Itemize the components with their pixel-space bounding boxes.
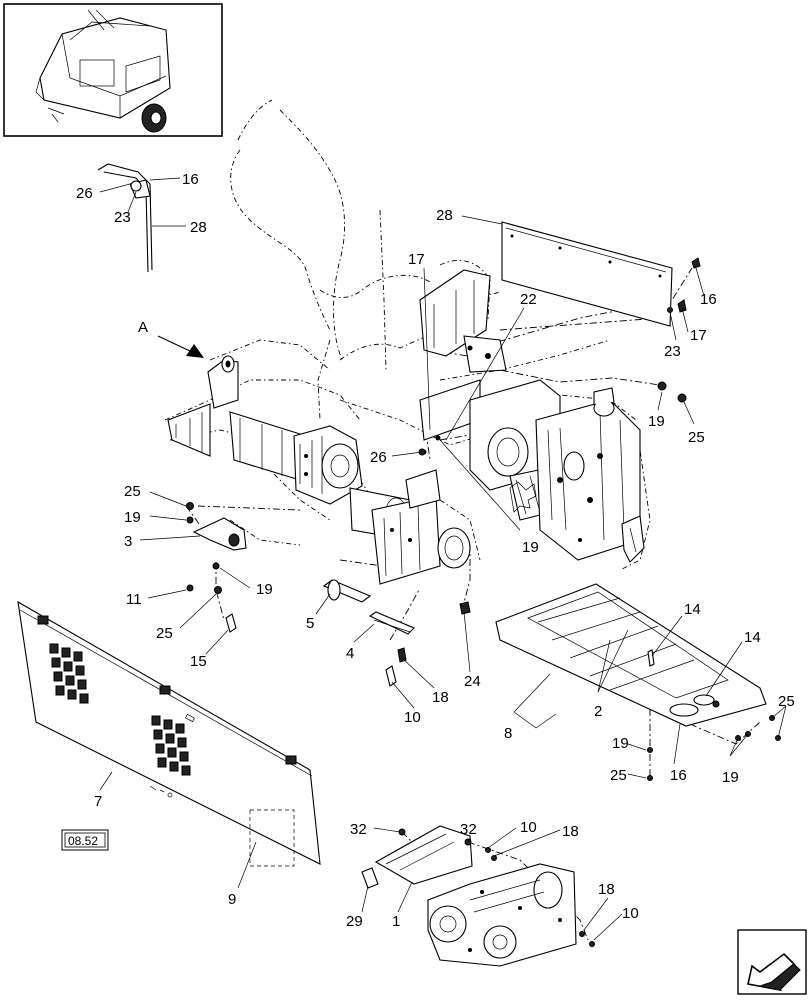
callout-25: 25 (610, 767, 627, 784)
callout-9: 9 (228, 891, 236, 908)
callout-18: 18 (598, 881, 615, 898)
callout-19: 19 (256, 581, 273, 598)
hardware-top-right (657, 257, 701, 403)
callout-4: 4 (346, 645, 354, 662)
lower-gearbox-assembly (361, 825, 595, 967)
main-drive-assembly (167, 269, 645, 585)
callout-16: 16 (182, 171, 199, 188)
callout-19: 19 (522, 539, 539, 556)
callout-25: 25 (778, 693, 795, 710)
callout-15: 15 (190, 653, 207, 670)
callout-18: 18 (432, 689, 449, 706)
view-arrow-a: A (138, 319, 204, 358)
callout-2: 2 (594, 703, 602, 720)
callout-19: 19 (124, 509, 141, 526)
callout-11: 11 (126, 591, 142, 608)
callout-18: 18 (562, 823, 579, 840)
callout-3: 3 (124, 533, 132, 550)
leader-lines (99, 177, 787, 941)
callout-23: 23 (664, 343, 681, 360)
callout-10: 10 (520, 819, 537, 836)
callout-25: 25 (688, 429, 705, 446)
callout-16: 16 (670, 767, 687, 784)
callout-14: 14 (744, 629, 761, 646)
hardware-center (385, 448, 471, 687)
callout-labels: 26 16 23 28 28 17 22 16 17 23 19 25 26 1… (76, 171, 795, 930)
callout-23: 23 (114, 209, 131, 226)
callout-28: 28 (190, 219, 207, 236)
callout-16: 16 (700, 291, 717, 308)
callout-14: 14 (684, 601, 701, 618)
reference-box[interactable]: 08.52 (61, 829, 109, 851)
callout-17: 17 (690, 327, 707, 344)
callout-5: 5 (306, 615, 314, 632)
callout-17: 17 (408, 251, 425, 268)
callout-19: 19 (612, 735, 629, 752)
callout-22: 22 (520, 291, 537, 308)
floor-tray-8 (495, 583, 781, 781)
callout-28: 28 (436, 207, 453, 224)
cable-clip-detail (97, 163, 153, 273)
callout-1: 1 (392, 913, 400, 930)
callout-25: 25 (156, 625, 173, 642)
door-panel-7 (17, 600, 321, 867)
callout-19: 19 (648, 413, 665, 430)
next-page-arrow-icon[interactable] (737, 929, 807, 995)
callout-10: 10 (404, 709, 421, 726)
callout-19: 19 (722, 769, 739, 786)
vent-grid-lower (151, 715, 191, 776)
callout-7: 7 (94, 793, 102, 810)
callout-25: 25 (124, 483, 141, 500)
baler-thumbnail-icon (3, 3, 223, 137)
callout-24: 24 (464, 673, 481, 690)
bracket-3 (186, 502, 247, 633)
callout-10: 10 (622, 905, 639, 922)
shield-panel-28 (501, 221, 673, 327)
small-shields-4-5 (322, 579, 415, 635)
callout-32: 32 (350, 821, 367, 838)
callout-26: 26 (370, 449, 387, 466)
callout-26: 26 (76, 185, 93, 202)
reference-box-label: 08.52 (68, 834, 98, 848)
callout-29: 29 (346, 913, 363, 930)
callout-8: 8 (504, 725, 512, 742)
vent-grid-upper (49, 643, 89, 704)
view-label: A (138, 319, 148, 336)
callout-32: 32 (460, 821, 477, 838)
